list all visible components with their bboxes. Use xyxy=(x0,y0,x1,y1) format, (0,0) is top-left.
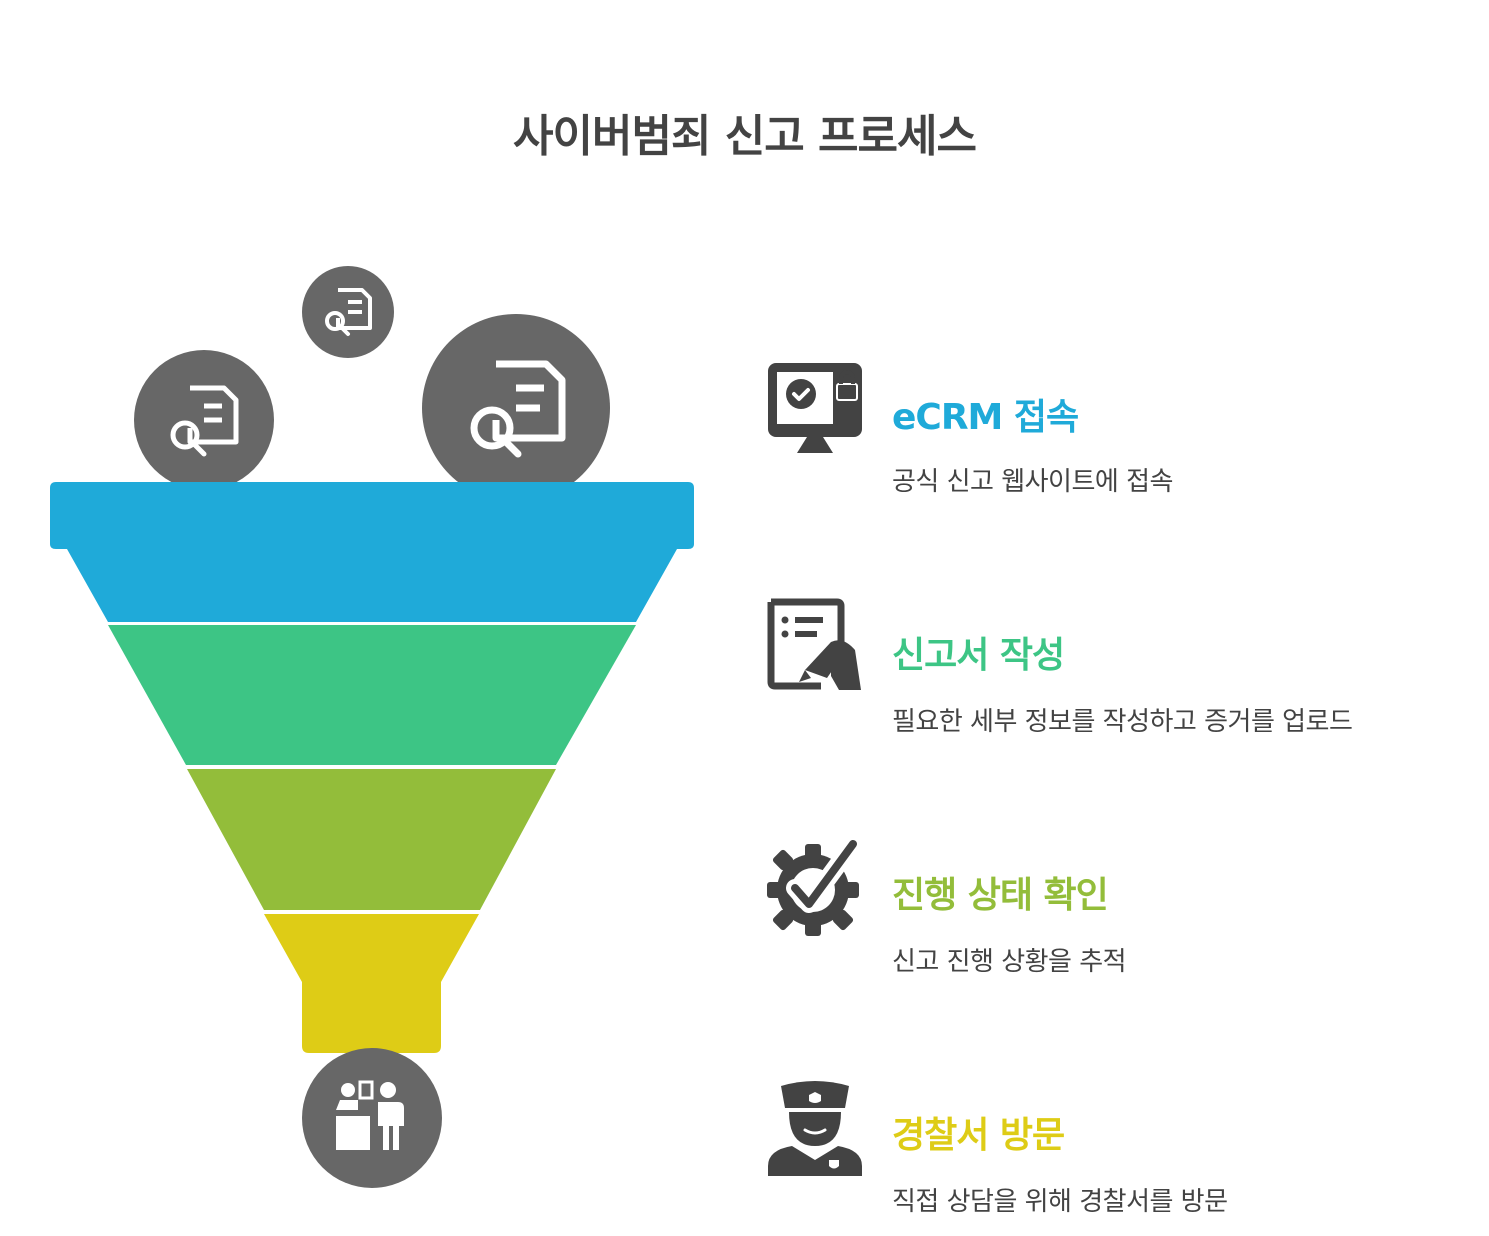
document-search-icon xyxy=(302,266,394,358)
form-write-icon xyxy=(767,598,861,690)
police-officer-icon xyxy=(768,1081,862,1176)
step-title: eCRM 접속 xyxy=(892,397,1079,438)
funnel-layer-3 xyxy=(187,769,556,910)
step-title: 신고서 작성 xyxy=(892,635,1065,676)
step-description: 직접 상담을 위해 경찰서를 방문 xyxy=(892,1187,1228,1217)
monitor-lock-icon xyxy=(768,363,862,453)
funnel-layer-4 xyxy=(264,914,479,1053)
gear-check-icon xyxy=(767,838,862,936)
step-description: 신고 진행 상황을 추적 xyxy=(892,947,1127,977)
step-title: 진행 상태 확인 xyxy=(892,875,1109,916)
document-search-icon xyxy=(422,314,610,502)
funnel-layer-1 xyxy=(50,482,694,622)
step-description: 필요한 세부 정보를 작성하고 증거를 업로드 xyxy=(892,707,1353,737)
step-title: 경찰서 방문 xyxy=(892,1115,1065,1156)
funnel-layer-2 xyxy=(108,625,636,765)
document-search-icon xyxy=(134,350,274,490)
step-description: 공식 신고 웹사이트에 접속 xyxy=(892,467,1173,497)
police-desk-icon xyxy=(302,1048,442,1188)
page-title: 사이버범죄 신고 프로세스 xyxy=(513,111,977,162)
funnel-diagram xyxy=(50,266,694,1188)
